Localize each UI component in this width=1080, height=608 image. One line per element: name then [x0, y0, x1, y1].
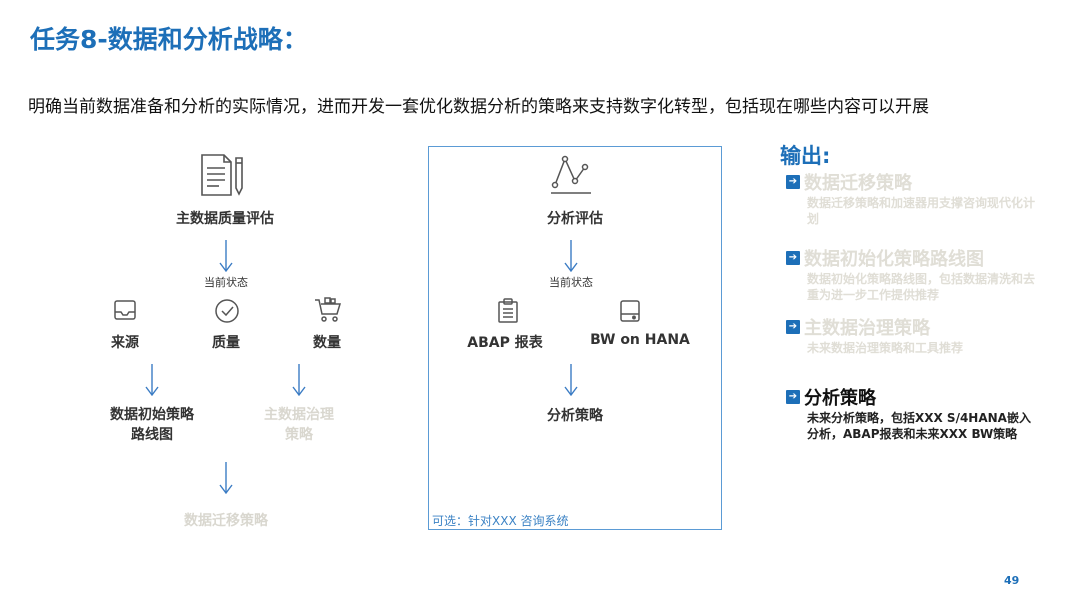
arrow-down-icon	[564, 240, 578, 272]
arrow-down-icon	[219, 462, 233, 494]
analysis-panel	[428, 146, 722, 530]
arrow-down-icon	[564, 364, 578, 396]
document-pen-icon	[199, 152, 247, 198]
analysis-strategy-label: 分析策略	[547, 408, 603, 424]
check-circle-icon	[214, 298, 240, 324]
source-label: 来源	[111, 335, 139, 351]
output-item: ➔主数据治理策略 未来数据治理策略和工具推荐	[786, 314, 1046, 356]
output-item: ➔数据迁移策略 数据迁移策略和加速器用支撑咨询现代化计划	[786, 169, 1046, 227]
arrow-right-icon: ➔	[786, 390, 800, 404]
analysis-evaluation-label: 分析评估	[547, 211, 603, 227]
master-data-governance-label: 主数据治理 策略	[264, 407, 334, 443]
bw-on-hana-label: BW on HANA	[590, 332, 690, 348]
abap-report-label: ABAP 报表	[467, 335, 543, 351]
clipboard-icon	[497, 298, 519, 324]
quality-label: 质量	[212, 335, 240, 351]
page-title: 任务8-数据和分析战略：	[30, 25, 308, 54]
arrow-right-icon: ➔	[786, 320, 800, 334]
arrow-right-icon: ➔	[786, 251, 800, 265]
optional-note: 可选：针对XXX 咨询系统	[432, 514, 569, 528]
current-state-label: 当前状态	[549, 276, 593, 289]
shopping-cart-icon	[314, 297, 342, 323]
inbox-icon	[113, 298, 137, 322]
arrow-down-icon	[145, 364, 159, 396]
master-data-quality-label: 主数据质量评估	[176, 211, 274, 227]
data-migration-label: 数据迁移策略	[184, 513, 268, 529]
output-item-active: ➔分析策略 未来分析策略，包括XXX S/4HANA嵌入分析，ABAP报表和未来…	[786, 384, 1046, 442]
arrow-down-icon	[219, 240, 233, 272]
page-subtitle: 明确当前数据准备和分析的实际情况，进而开发一套优化数据分析的策略来支持数字化转型…	[28, 97, 929, 117]
output-item: ➔数据初始化策略路线图 数据初始化策略路线图，包括数据清洗和去重为进一步工作提供…	[786, 245, 1046, 303]
page-number: 49	[1004, 574, 1020, 587]
line-chart-icon	[549, 153, 593, 197]
arrow-right-icon: ➔	[786, 175, 800, 189]
arrow-down-icon	[292, 364, 306, 396]
hard-drive-icon	[619, 299, 641, 323]
output-heading: 输出:	[780, 144, 831, 168]
quantity-label: 数量	[313, 335, 341, 351]
current-state-label: 当前状态	[204, 276, 248, 289]
data-init-roadmap-label: 数据初始策略 路线图	[110, 407, 194, 443]
